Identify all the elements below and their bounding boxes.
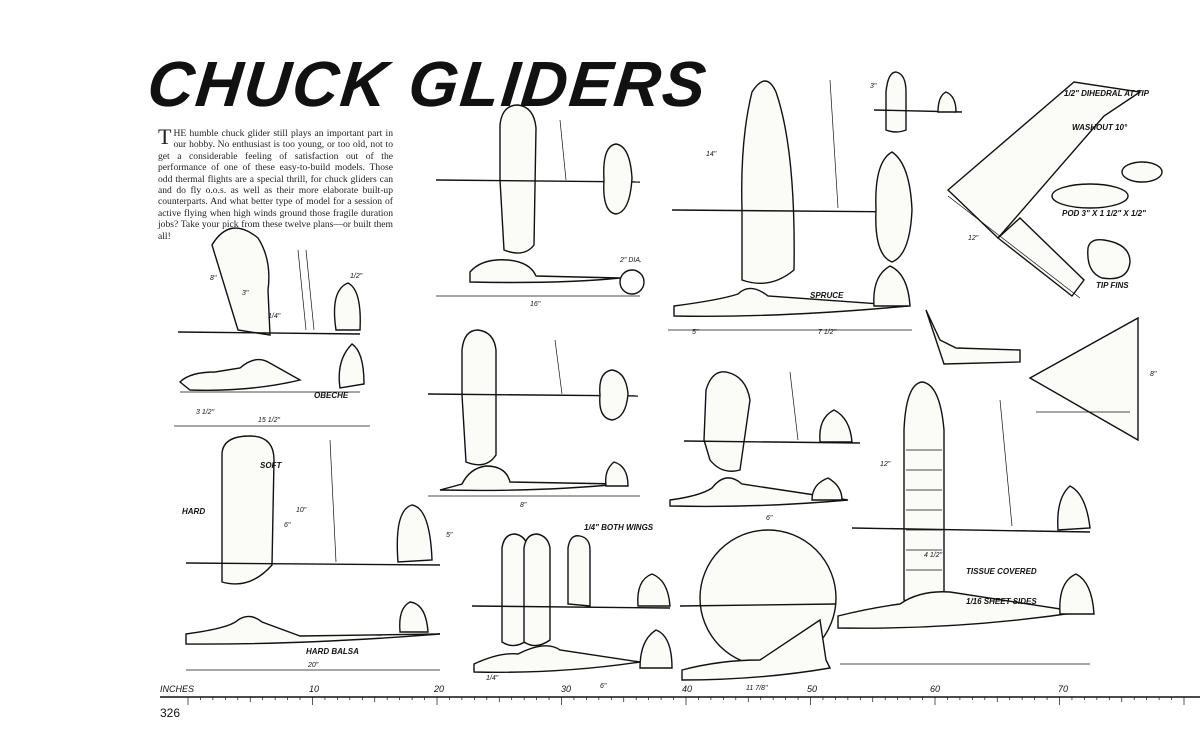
dim-8b: 8"	[520, 502, 527, 509]
scale-tick-60: 60	[930, 684, 940, 694]
glider-11-plan: TISSUE COVERED 1/16 SHEET SIDES 12" 4 1/…	[837, 381, 1095, 665]
dim-6: 6"	[284, 522, 291, 529]
glider-1-plan: OBECHE 8" 3" 1/4" 1/2" 15 1/2" 3 1/2"	[174, 227, 370, 427]
dim-8c: 8"	[1150, 371, 1157, 378]
label-hard-balsa: HARD BALSA	[306, 647, 359, 656]
dim-14: 14"	[706, 151, 717, 158]
dim-6c: 6"	[766, 515, 773, 522]
label-both-wings: 1/4" BOTH WINGS	[584, 523, 654, 532]
intro-text: HE humble chuck glider still plays an im…	[158, 128, 393, 242]
glider-4-plan: 8"	[427, 329, 640, 509]
glider-6-plan: SPRUCE 14" 7 1/2" 5"	[668, 79, 913, 336]
drop-cap: T	[158, 124, 172, 149]
dim-7-5: 7 1/2"	[818, 329, 837, 336]
label-obeche: OBECHE	[314, 391, 349, 400]
dim-15-5: 15 1/2"	[258, 417, 280, 424]
dim-6b: 6"	[600, 683, 607, 690]
label-spruce: SPRUCE	[810, 291, 844, 300]
dim-1-2: 1/2"	[350, 273, 363, 280]
dim-5: 5"	[446, 532, 453, 539]
dim-12b: 12"	[880, 461, 891, 468]
label-tissue: TISSUE COVERED	[966, 567, 1037, 576]
label-soft: SOFT	[260, 461, 282, 470]
dim-12: 12"	[968, 235, 979, 242]
glider-10-plan: 8"	[925, 309, 1157, 442]
scale-tick-20: 20	[433, 684, 444, 694]
scale-tick-50: 50	[807, 684, 817, 694]
label-sheet-sides: 1/16 SHEET SIDES	[966, 597, 1037, 606]
glider-8-plan: 11 7/8"	[679, 529, 837, 692]
label-washout: WASHOUT 10°	[1072, 123, 1128, 132]
dim-5b: 5"	[692, 329, 699, 336]
glider-9-plan: 1/2" DIHEDRAL AT TIP WASHOUT 10° POD 3" …	[946, 81, 1163, 299]
dim-4-5: 4 1/2"	[924, 552, 943, 559]
label-dihedral: 1/2" DIHEDRAL AT TIP	[1064, 89, 1150, 98]
glider-5-plan: 1/4" BOTH WINGS 1/4" 6"	[471, 523, 673, 690]
scale-label: INCHES	[160, 684, 194, 694]
label-pod: POD 3" X 1 1/2" X 1/2"	[1062, 209, 1146, 218]
dim-11-75: 11 7/8"	[746, 685, 768, 692]
glider-2-plan: SOFT HARD HARD BALSA 10" 6" 20" 5"	[182, 435, 453, 671]
label-dia: 2" DIA.	[619, 257, 642, 264]
scale-tick-40: 40	[682, 684, 692, 694]
dim-10: 10"	[296, 507, 307, 514]
page-number: 326	[160, 706, 181, 720]
dim-8: 8"	[210, 275, 217, 282]
dim-3b: 3"	[870, 83, 877, 90]
glider-12-plan: 3"	[870, 71, 963, 133]
glider-3-plan: 16" 2" DIA.	[435, 104, 645, 308]
scale-tick-10: 10	[309, 684, 319, 694]
label-hard: HARD	[182, 507, 205, 516]
dim-1-4: 1/4"	[268, 313, 281, 320]
dim-3-5: 3 1/2"	[196, 409, 215, 416]
inches-scale-bar: INCHES 10 20 30 40 50 60 70	[160, 684, 1200, 705]
dim-1-4b: 1/4"	[486, 675, 499, 682]
dim-16: 16"	[530, 301, 541, 308]
glider-7-plan: 6"	[669, 371, 861, 522]
dim-3: 3"	[242, 290, 249, 297]
label-tip-fins: TIP FINS	[1096, 281, 1129, 290]
dim-20: 20"	[307, 662, 319, 669]
scale-tick-30: 30	[561, 684, 571, 694]
scale-tick-70: 70	[1058, 684, 1068, 694]
